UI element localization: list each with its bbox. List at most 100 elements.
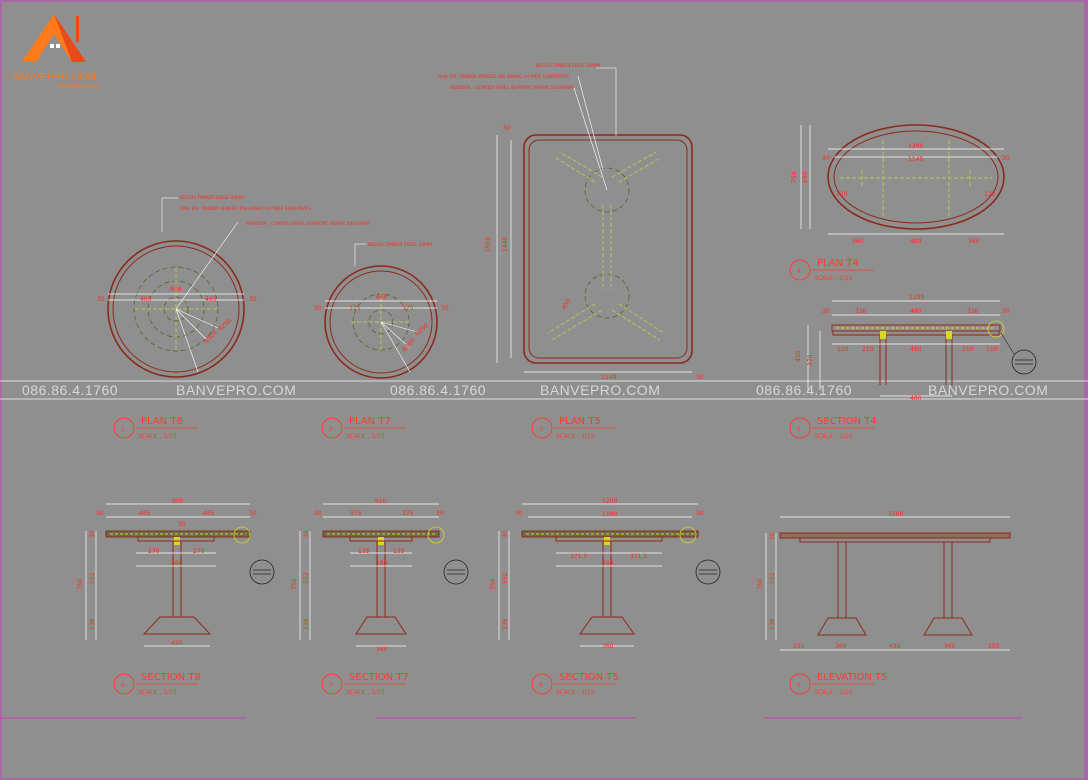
plan-t5: 1500 1440 1140 30 30 450 BEECH TIMBER ED… [438, 63, 704, 381]
svg-text:552: 552 [89, 572, 96, 584]
svg-text:1200: 1200 [602, 498, 617, 505]
view-title: SECTION T7 [349, 672, 409, 683]
svg-text:360: 360 [968, 238, 980, 245]
view-scale: SCALE : 1/15 [814, 433, 853, 440]
svg-text:138: 138 [303, 618, 310, 630]
svg-text:30: 30 [822, 308, 830, 315]
view-title: SECTION T8 [141, 672, 201, 683]
svg-text:1140: 1140 [601, 374, 616, 381]
elevation-t5: 1560 250 360 430 360 250 750 552 138 30 [757, 511, 1011, 651]
svg-text:375: 375 [349, 305, 361, 312]
svg-text:1560: 1560 [888, 511, 903, 518]
plan-t8-dim-edge: 30 [97, 296, 105, 303]
title-number: 7 [329, 682, 333, 689]
svg-text:120: 120 [984, 191, 996, 198]
plan-t8-note-1: BEECH TIMBER EDGE 30MM [180, 195, 244, 201]
watermark-site-2: BANVEPRO.COM [540, 382, 660, 398]
svg-text:30: 30 [314, 305, 322, 312]
title-bubble [531, 673, 553, 695]
svg-text:370: 370 [807, 354, 814, 366]
banvepro-logo [22, 14, 86, 62]
title-number: 5 [797, 426, 801, 433]
svg-text:360: 360 [602, 560, 614, 567]
view-scale: SCALE : 1/15 [814, 689, 853, 696]
title-bubble [113, 673, 135, 695]
svg-text:900: 900 [172, 498, 184, 505]
title-number: 8 [539, 682, 543, 689]
svg-text:180: 180 [376, 560, 388, 567]
svg-text:R200: R200 [414, 322, 431, 338]
svg-text:138: 138 [502, 618, 509, 630]
watermark-site-1: BANVEPRO.COM [176, 382, 296, 398]
svg-text:30: 30 [89, 530, 96, 538]
svg-text:750: 750 [791, 171, 798, 183]
title-bubble [789, 673, 811, 695]
svg-text:30: 30 [822, 155, 830, 162]
view-title: PLAN T5 [559, 416, 601, 427]
plan-t8-dim-right: 465 [205, 296, 217, 303]
title-number: 4 [797, 268, 801, 275]
svg-text:138: 138 [89, 618, 96, 630]
svg-text:750: 750 [490, 578, 497, 590]
svg-text:120: 120 [837, 346, 849, 353]
svg-text:1140: 1140 [908, 156, 923, 163]
svg-text:30: 30 [303, 530, 310, 538]
svg-text:375: 375 [402, 510, 414, 517]
svg-text:120: 120 [836, 191, 848, 198]
view-scale: SCALE : 1/15 [556, 433, 595, 440]
svg-text:30: 30 [696, 510, 704, 517]
title-bubble [789, 259, 811, 281]
svg-text:690: 690 [802, 171, 809, 183]
plan-t5-note-1: BEECH TIMBER EDGE 30MM [536, 63, 600, 69]
watermark-phone-1: 086.86.4.1760 [22, 382, 118, 398]
svg-text:1440: 1440 [502, 237, 509, 252]
svg-text:1500: 1500 [485, 237, 492, 252]
svg-text:465: 465 [139, 510, 151, 517]
plan-t7: 600 375 375 30 30 R200 R300 BEECH TIMBER… [314, 242, 449, 379]
svg-text:450: 450 [561, 297, 573, 311]
svg-text:375: 375 [402, 305, 414, 312]
svg-text:30: 30 [178, 521, 186, 528]
view-scale: SCALE : 1/15 [138, 689, 177, 696]
logo-text: BANVEPRO.COM [12, 72, 97, 83]
svg-text:1140: 1140 [602, 511, 617, 518]
svg-text:1200: 1200 [909, 294, 924, 301]
svg-text:270: 270 [148, 548, 160, 555]
plan-t8-note-2: OAK 1M. TIMBER VENEER ON 30MAC+H MDF SUB… [180, 206, 311, 212]
svg-text:30: 30 [441, 305, 449, 312]
svg-text:30: 30 [314, 510, 322, 517]
plan-t8-dim-overall: 900 [170, 286, 182, 293]
svg-text:330: 330 [855, 308, 867, 315]
svg-text:30: 30 [769, 532, 776, 540]
svg-text:750: 750 [291, 578, 298, 590]
title-number: 1 [121, 426, 125, 433]
svg-text:30: 30 [96, 510, 104, 517]
svg-text:30: 30 [515, 510, 523, 517]
title-number: 9 [797, 682, 801, 689]
watermark-phone-2: 086.86.4.1760 [390, 382, 486, 398]
svg-text:552: 552 [303, 572, 310, 584]
svg-text:30: 30 [502, 530, 509, 538]
svg-text:375: 375 [350, 510, 362, 517]
view-scale: SCALE : 1/15 [138, 433, 177, 440]
svg-text:30: 30 [436, 510, 444, 517]
title-bubble [531, 417, 553, 439]
svg-text:250: 250 [988, 643, 1000, 650]
svg-text:360: 360 [602, 643, 614, 650]
svg-text:600: 600 [376, 294, 388, 301]
view-title: SECTION T5 [559, 672, 619, 683]
svg-text:30: 30 [503, 125, 511, 132]
svg-text:360: 360 [171, 560, 183, 567]
view-title: PLAN T4 [817, 258, 859, 269]
svg-text:360: 360 [376, 646, 388, 653]
plan-t8: 900 465 465 30 30 R200 R300 BEECH TIMBER… [97, 195, 369, 378]
plan-t5-note-2: OAK 1M. TIMBER VENEER ON 30MAC+H MDF SUB… [438, 74, 569, 80]
svg-text:330: 330 [967, 308, 979, 315]
